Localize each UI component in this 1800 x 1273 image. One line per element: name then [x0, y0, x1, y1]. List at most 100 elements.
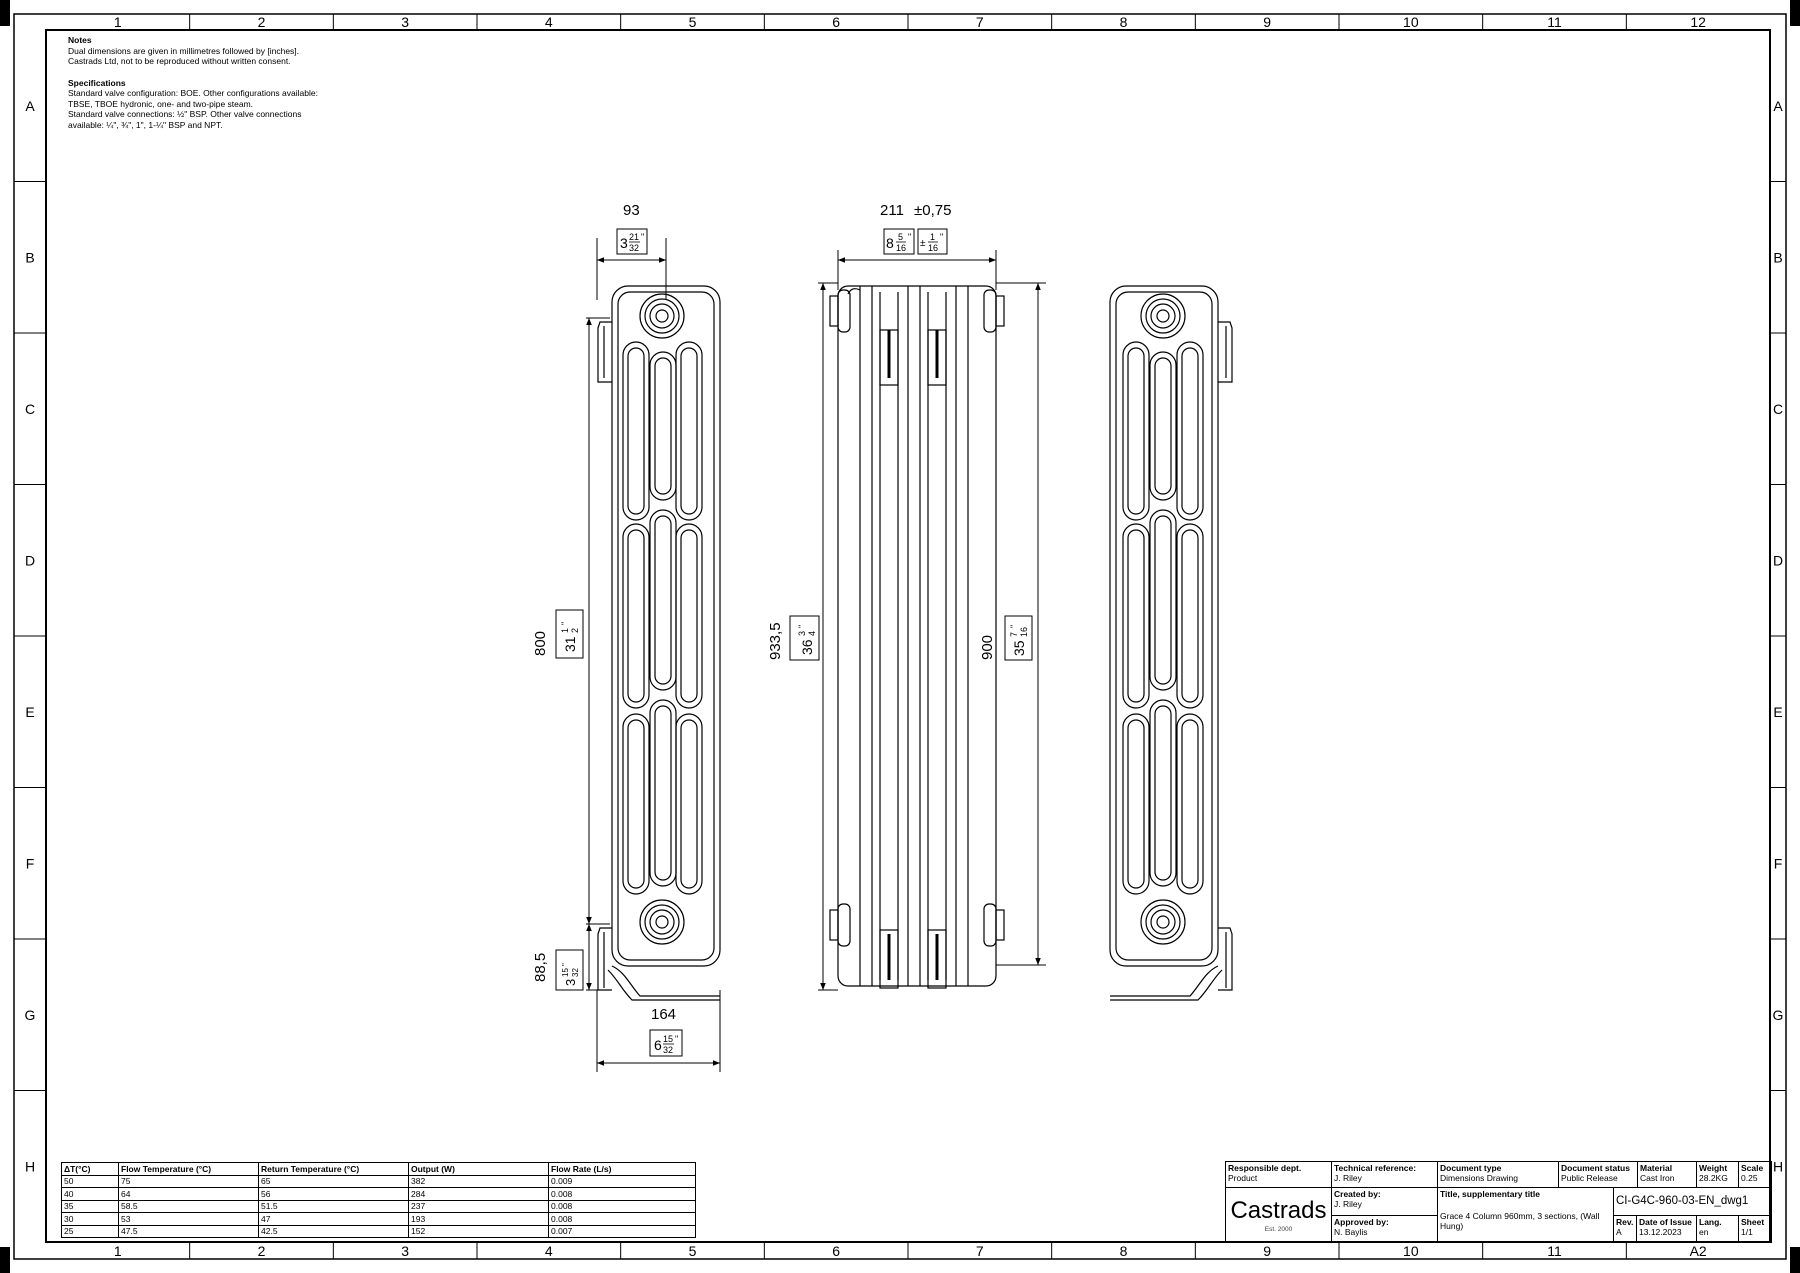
grid-column-label-top: 1: [114, 14, 122, 30]
radiator-tube-inner: [627, 719, 645, 889]
radiator-tube: [1122, 341, 1150, 521]
side-width-in-num: 5: [898, 232, 903, 242]
grid-column-label-bottom: 8: [1120, 1243, 1128, 1259]
corner-mark: [0, 1247, 10, 1273]
notes-block: Notes Dual dimensions are given in milli…: [68, 35, 368, 130]
date-cell: Date of Issue 13.12.2023: [1636, 1215, 1697, 1243]
scale-cell: Scale 0.25: [1738, 1161, 1772, 1188]
grid-ticks: [14, 14, 1786, 1259]
title-block: Responsible dept. Product Technical refe…: [1225, 1161, 1772, 1243]
radiator-tube: [675, 341, 703, 521]
grid-row-label-right: G: [1773, 1007, 1784, 1023]
rev-label: Rev.: [1616, 1217, 1634, 1227]
radiator-tube: [1122, 713, 1150, 895]
corner-mark: [0, 0, 10, 26]
column-header: ΔT(°C): [61, 1162, 119, 1176]
approved-by-label: Approved by:: [1334, 1217, 1389, 1227]
table-cell: 0.007: [548, 1224, 696, 1238]
title-value: Grace 4 Column 960mm, 3 sections, (Wall …: [1440, 1211, 1600, 1231]
weight-value: 28.2KG: [1699, 1173, 1728, 1183]
side-width-in-den: 16: [896, 243, 906, 253]
radiator-tube: [1176, 523, 1204, 709]
radiator-tube: [649, 699, 677, 887]
company-logo: Castrads Est. 2000: [1225, 1187, 1332, 1243]
grid-row-label-right: B: [1773, 249, 1782, 265]
grid-column-label-bottom: 4: [545, 1243, 553, 1259]
front-width-mm: 93: [623, 202, 640, 219]
spec-line: Standard valve configuration: BOE. Other…: [68, 88, 318, 98]
side-height-in-whole: 36: [799, 639, 815, 655]
side-height-in-den: 4: [807, 631, 817, 636]
grid-column-label-top: 3: [401, 14, 409, 30]
front-bottom-in-den: 32: [571, 968, 580, 977]
grid-row-label-right: E: [1773, 704, 1782, 720]
radiator-tube: [675, 713, 703, 895]
table-header-row: ΔT(°C) Flow Temperature (°C) Return Temp…: [61, 1162, 696, 1176]
rev-value: A: [1616, 1227, 1622, 1237]
lang-cell: Lang. en: [1696, 1215, 1739, 1243]
table-cell: 56: [258, 1187, 409, 1201]
radiator-tube-inner: [1181, 347, 1199, 515]
grid-column-label-bottom: 5: [689, 1243, 697, 1259]
column-header: Output (W): [408, 1162, 549, 1176]
inch-mark: ": [797, 625, 807, 628]
table-cell: 47.5: [118, 1224, 259, 1238]
table-cell: 382: [408, 1174, 549, 1188]
side-height-mm: 933,5: [767, 622, 784, 660]
grid-row-label-left: F: [26, 855, 35, 871]
table-cell: 30: [61, 1212, 119, 1226]
front-dimension-text: 93 3 21 32 " 800 31 1 2 " 88,5 3 15 32 "…: [532, 202, 678, 1055]
side-height-in-num: 3: [797, 631, 807, 636]
grid-row-label-right: C: [1773, 401, 1783, 417]
side-dimensions: [789, 228, 1046, 991]
spec-line: TBSE, TBOE hydronic, one- and two-pipe s…: [68, 98, 254, 109]
side-width-in-whole: 8: [886, 235, 894, 251]
front-bottom-mm: 88,5: [532, 953, 549, 982]
document-type-value: Dimensions Drawing: [1440, 1173, 1518, 1183]
side-width-tol-in-den: 16: [928, 243, 938, 253]
radiator-tube: [1149, 699, 1177, 887]
document-status-label: Document status: [1561, 1163, 1630, 1173]
radiator-tube: [1122, 523, 1150, 709]
side-centres-in-num: 7: [1009, 632, 1019, 637]
technical-reference-cell: Technical reference: J. Riley: [1331, 1161, 1438, 1188]
table-cell: 0.008: [548, 1212, 696, 1226]
responsible-dept-cell: Responsible dept. Product: [1225, 1161, 1332, 1188]
radiator-tube-inner: [1127, 719, 1145, 889]
inch-mark: ": [641, 232, 644, 242]
table-cell: 0.008: [548, 1187, 696, 1201]
radiator-tube-inner: [680, 347, 698, 515]
radiator-tube-inner: [1127, 347, 1145, 515]
front-depth-in-num: 15: [663, 1034, 673, 1044]
radiator-tube-inner: [680, 529, 698, 703]
table-cell: 50: [61, 1174, 119, 1188]
grid-column-label-bottom: 6: [832, 1243, 840, 1259]
table-cell: 75: [118, 1174, 259, 1188]
radiator-tube: [1149, 351, 1177, 501]
inch-mark: ": [561, 963, 570, 966]
technical-reference-label: Technical reference:: [1334, 1163, 1417, 1173]
side-width-mm: 211: [880, 202, 904, 219]
radiator-tube-inner: [627, 347, 645, 515]
created-by-value: J. Riley: [1334, 1199, 1362, 1209]
table-cell: 152: [408, 1224, 549, 1238]
rev-cell: Rev. A: [1613, 1215, 1637, 1243]
front-depth-in-den: 32: [663, 1045, 673, 1055]
table-cell: 47: [258, 1212, 409, 1226]
document-number: CI-G4C-960-03-EN_dwg1: [1616, 1195, 1749, 1207]
radiator-tube-inner: [1154, 515, 1172, 685]
side-view: [829, 285, 1005, 989]
table-cell: 65: [258, 1174, 409, 1188]
table-row: 30 53 47 193 0.008: [61, 1212, 696, 1226]
front-depth-in-whole: 6: [654, 1037, 662, 1053]
document-number-cell: CI-G4C-960-03-EN_dwg1: [1613, 1187, 1772, 1216]
logo-est: Est. 2000: [1264, 1226, 1293, 1233]
grid-row-label-right: D: [1773, 552, 1783, 568]
side-width-tol-in-num: 1: [930, 232, 935, 242]
grid-column-label-bottom: 10: [1403, 1243, 1419, 1259]
responsible-dept-label: Responsible dept.: [1228, 1163, 1302, 1173]
sheet-value: 1/1: [1741, 1227, 1753, 1237]
radiator-tube: [1176, 713, 1204, 895]
front-height-in-den: 2: [570, 628, 580, 633]
front-height-mm: 800: [532, 631, 549, 656]
